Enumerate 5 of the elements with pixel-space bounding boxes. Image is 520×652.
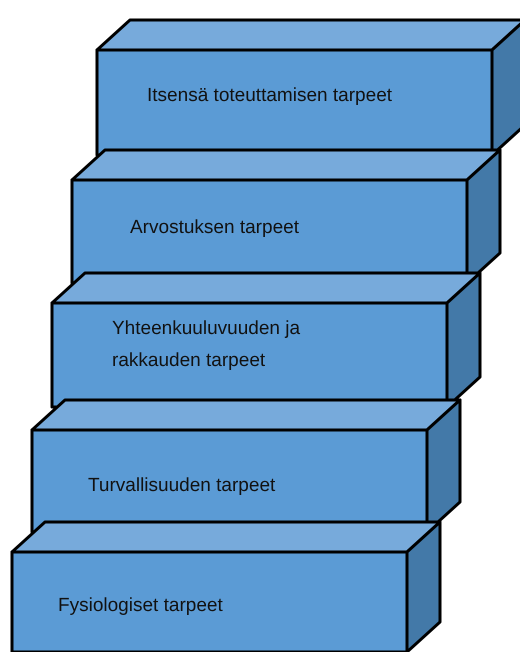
- step-label: Arvostuksen tarpeet: [130, 216, 299, 240]
- step-label: Fysiologiset tarpeet: [58, 594, 223, 618]
- step-label: Yhteenkuuluvuuden ja rakkauden tarpeet: [112, 317, 302, 373]
- step-label: Itsensä toteuttamisen tarpeet: [147, 84, 392, 108]
- step-label: Turvallisuuden tarpeet: [88, 474, 276, 498]
